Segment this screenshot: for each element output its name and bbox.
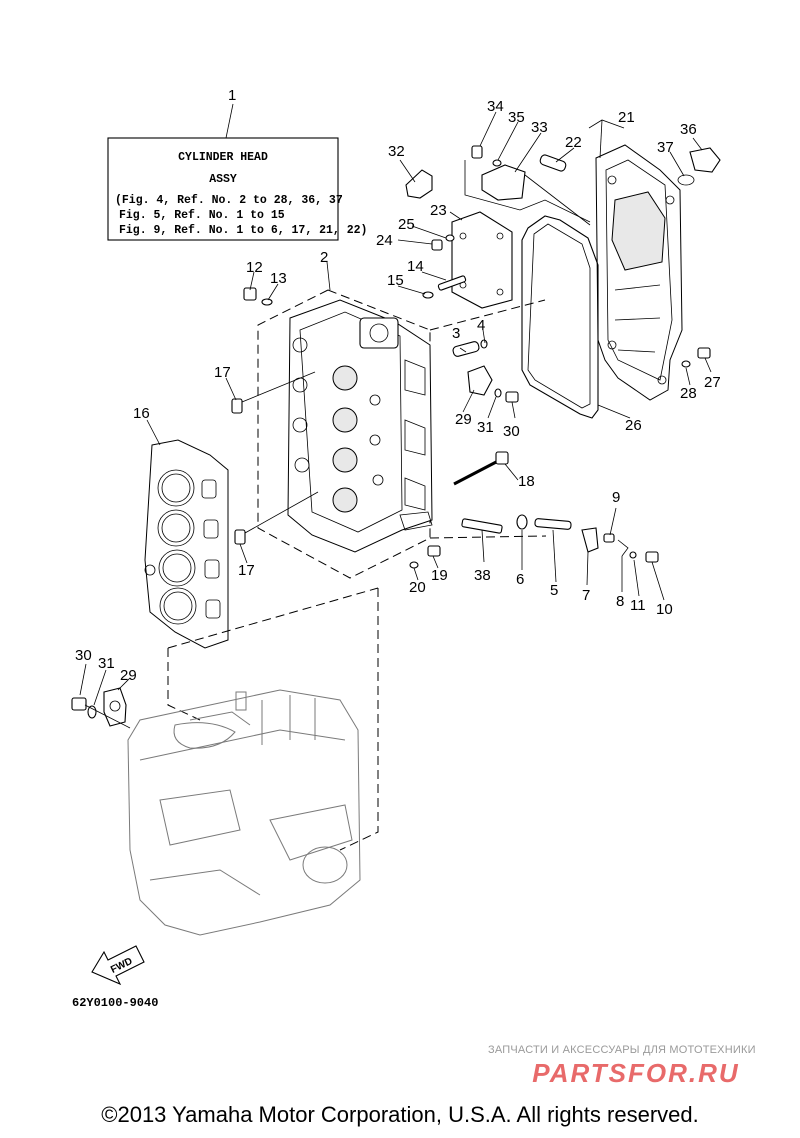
callout-27: 27 [704, 374, 721, 391]
callout-17: 17 [238, 562, 255, 579]
callout-34: 34 [487, 98, 504, 115]
callout-38: 38 [474, 567, 491, 584]
engine-block-drawing [127, 587, 379, 936]
title-line-4: Fig. 5, Ref. No. 1 to 15 [119, 209, 285, 222]
copyright: ©2013 Yamaha Motor Corporation, U.S.A. A… [101, 1102, 699, 1127]
callout-33: 33 [531, 119, 548, 136]
callout-20: 20 [409, 579, 426, 596]
callout-23: 23 [430, 202, 447, 219]
callout-29: 29 [455, 411, 472, 428]
callout-3: 3 [452, 325, 460, 342]
callout-9: 9 [612, 489, 620, 506]
head-gasket-drawing [144, 439, 229, 649]
callout-28: 28 [680, 385, 697, 402]
callout-21: 21 [618, 109, 635, 126]
callout-2: 2 [320, 249, 328, 266]
leader-lines [146, 111, 712, 601]
callout-16: 16 [133, 405, 150, 422]
callout-30: 30 [503, 423, 520, 440]
callout-25: 25 [398, 216, 415, 233]
callout-7: 7 [582, 587, 590, 604]
callout-31: 31 [98, 655, 115, 672]
callout-24: 24 [376, 232, 393, 249]
callout-30: 30 [75, 647, 92, 664]
title-box: 1 CYLINDER HEAD ASSY (Fig. 4, Ref. No. 2… [107, 87, 367, 241]
callout-18: 18 [518, 473, 535, 490]
callout-17: 17 [214, 364, 231, 381]
title-line-2: ASSY [209, 173, 237, 186]
left-fasteners [71, 663, 131, 729]
watermark-logo: PARTSFOR.RU [532, 1058, 739, 1088]
watermark-subtitle: ЗАПЧАСТИ И АКСЕССУАРЫ ДЛЯ МОТОТЕХНИКИ [488, 1044, 756, 1056]
callout-5: 5 [550, 582, 558, 599]
cylinder-head-drawing [287, 299, 433, 553]
callout-22: 22 [565, 134, 582, 151]
title-line-3: (Fig. 4, Ref. No. 2 to 28, 36, 37 [115, 194, 343, 207]
fwd-arrow-icon: FWD [91, 945, 145, 986]
callout-19: 19 [431, 567, 448, 584]
callout-14: 14 [407, 258, 424, 275]
callout-26: 26 [625, 417, 642, 434]
watermark-logo-text: PARTSFOR.RU [532, 1058, 739, 1088]
callout-4: 4 [477, 317, 485, 334]
hardware [243, 145, 721, 569]
cover-gasket-drawing [521, 215, 599, 419]
callout-11: 11 [630, 597, 646, 614]
callout-10: 10 [656, 601, 673, 618]
callout-1: 1 [228, 87, 236, 104]
callout-12: 12 [246, 259, 263, 276]
diagram-code: 62Y0100-9040 [72, 996, 159, 1010]
cylinder-head-group [231, 289, 547, 579]
callout-31: 31 [477, 419, 494, 436]
callout-32: 32 [388, 143, 405, 160]
cylinder-head-cover-drawing [595, 144, 683, 401]
title-line-1: CYLINDER HEAD [178, 151, 268, 164]
title-line-5: Fig. 9, Ref. No. 1 to 6, 17, 21, 22) [119, 224, 367, 237]
dowel-pin [231, 398, 243, 414]
callout-35: 35 [508, 109, 525, 126]
plate-drawing [451, 160, 591, 309]
callout-8: 8 [616, 593, 624, 610]
dowel-pin [234, 529, 246, 545]
callout-37: 37 [657, 139, 674, 156]
callout-15: 15 [387, 272, 404, 289]
callout-13: 13 [270, 270, 287, 287]
callout-6: 6 [516, 571, 524, 588]
callout-36: 36 [680, 121, 697, 138]
callouts: 2 3 4 5 6 7 8 9 10 11 12 13 14 15 16 17 … [75, 98, 721, 684]
callout-29: 29 [120, 667, 137, 684]
